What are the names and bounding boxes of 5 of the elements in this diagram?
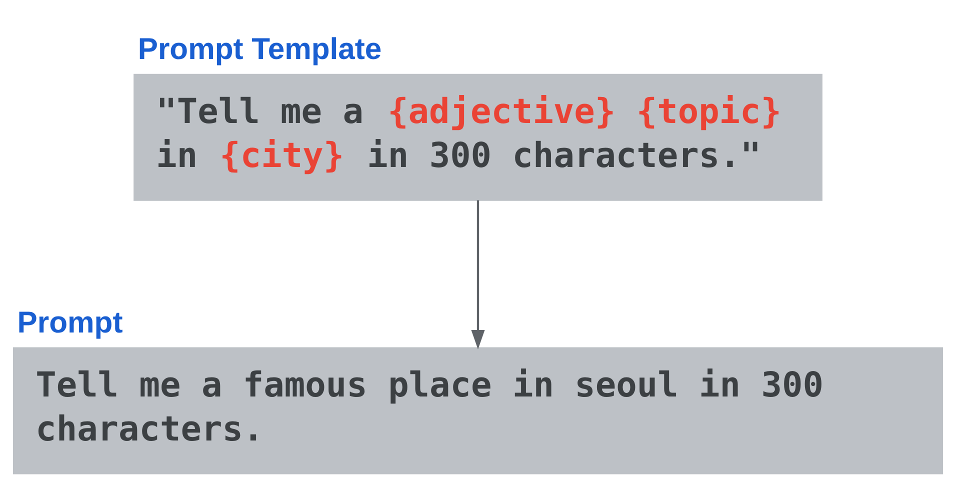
node-label: Prompt Template <box>138 32 382 66</box>
node-box: "Tell me a {adjective} {topic} in {city} in 300 characters." <box>134 73 822 200</box>
node-box: Tell me a famous place in seoul in 300 characters. <box>13 346 943 474</box>
node-label: Prompt <box>17 306 123 340</box>
arrow <box>471 200 485 349</box>
